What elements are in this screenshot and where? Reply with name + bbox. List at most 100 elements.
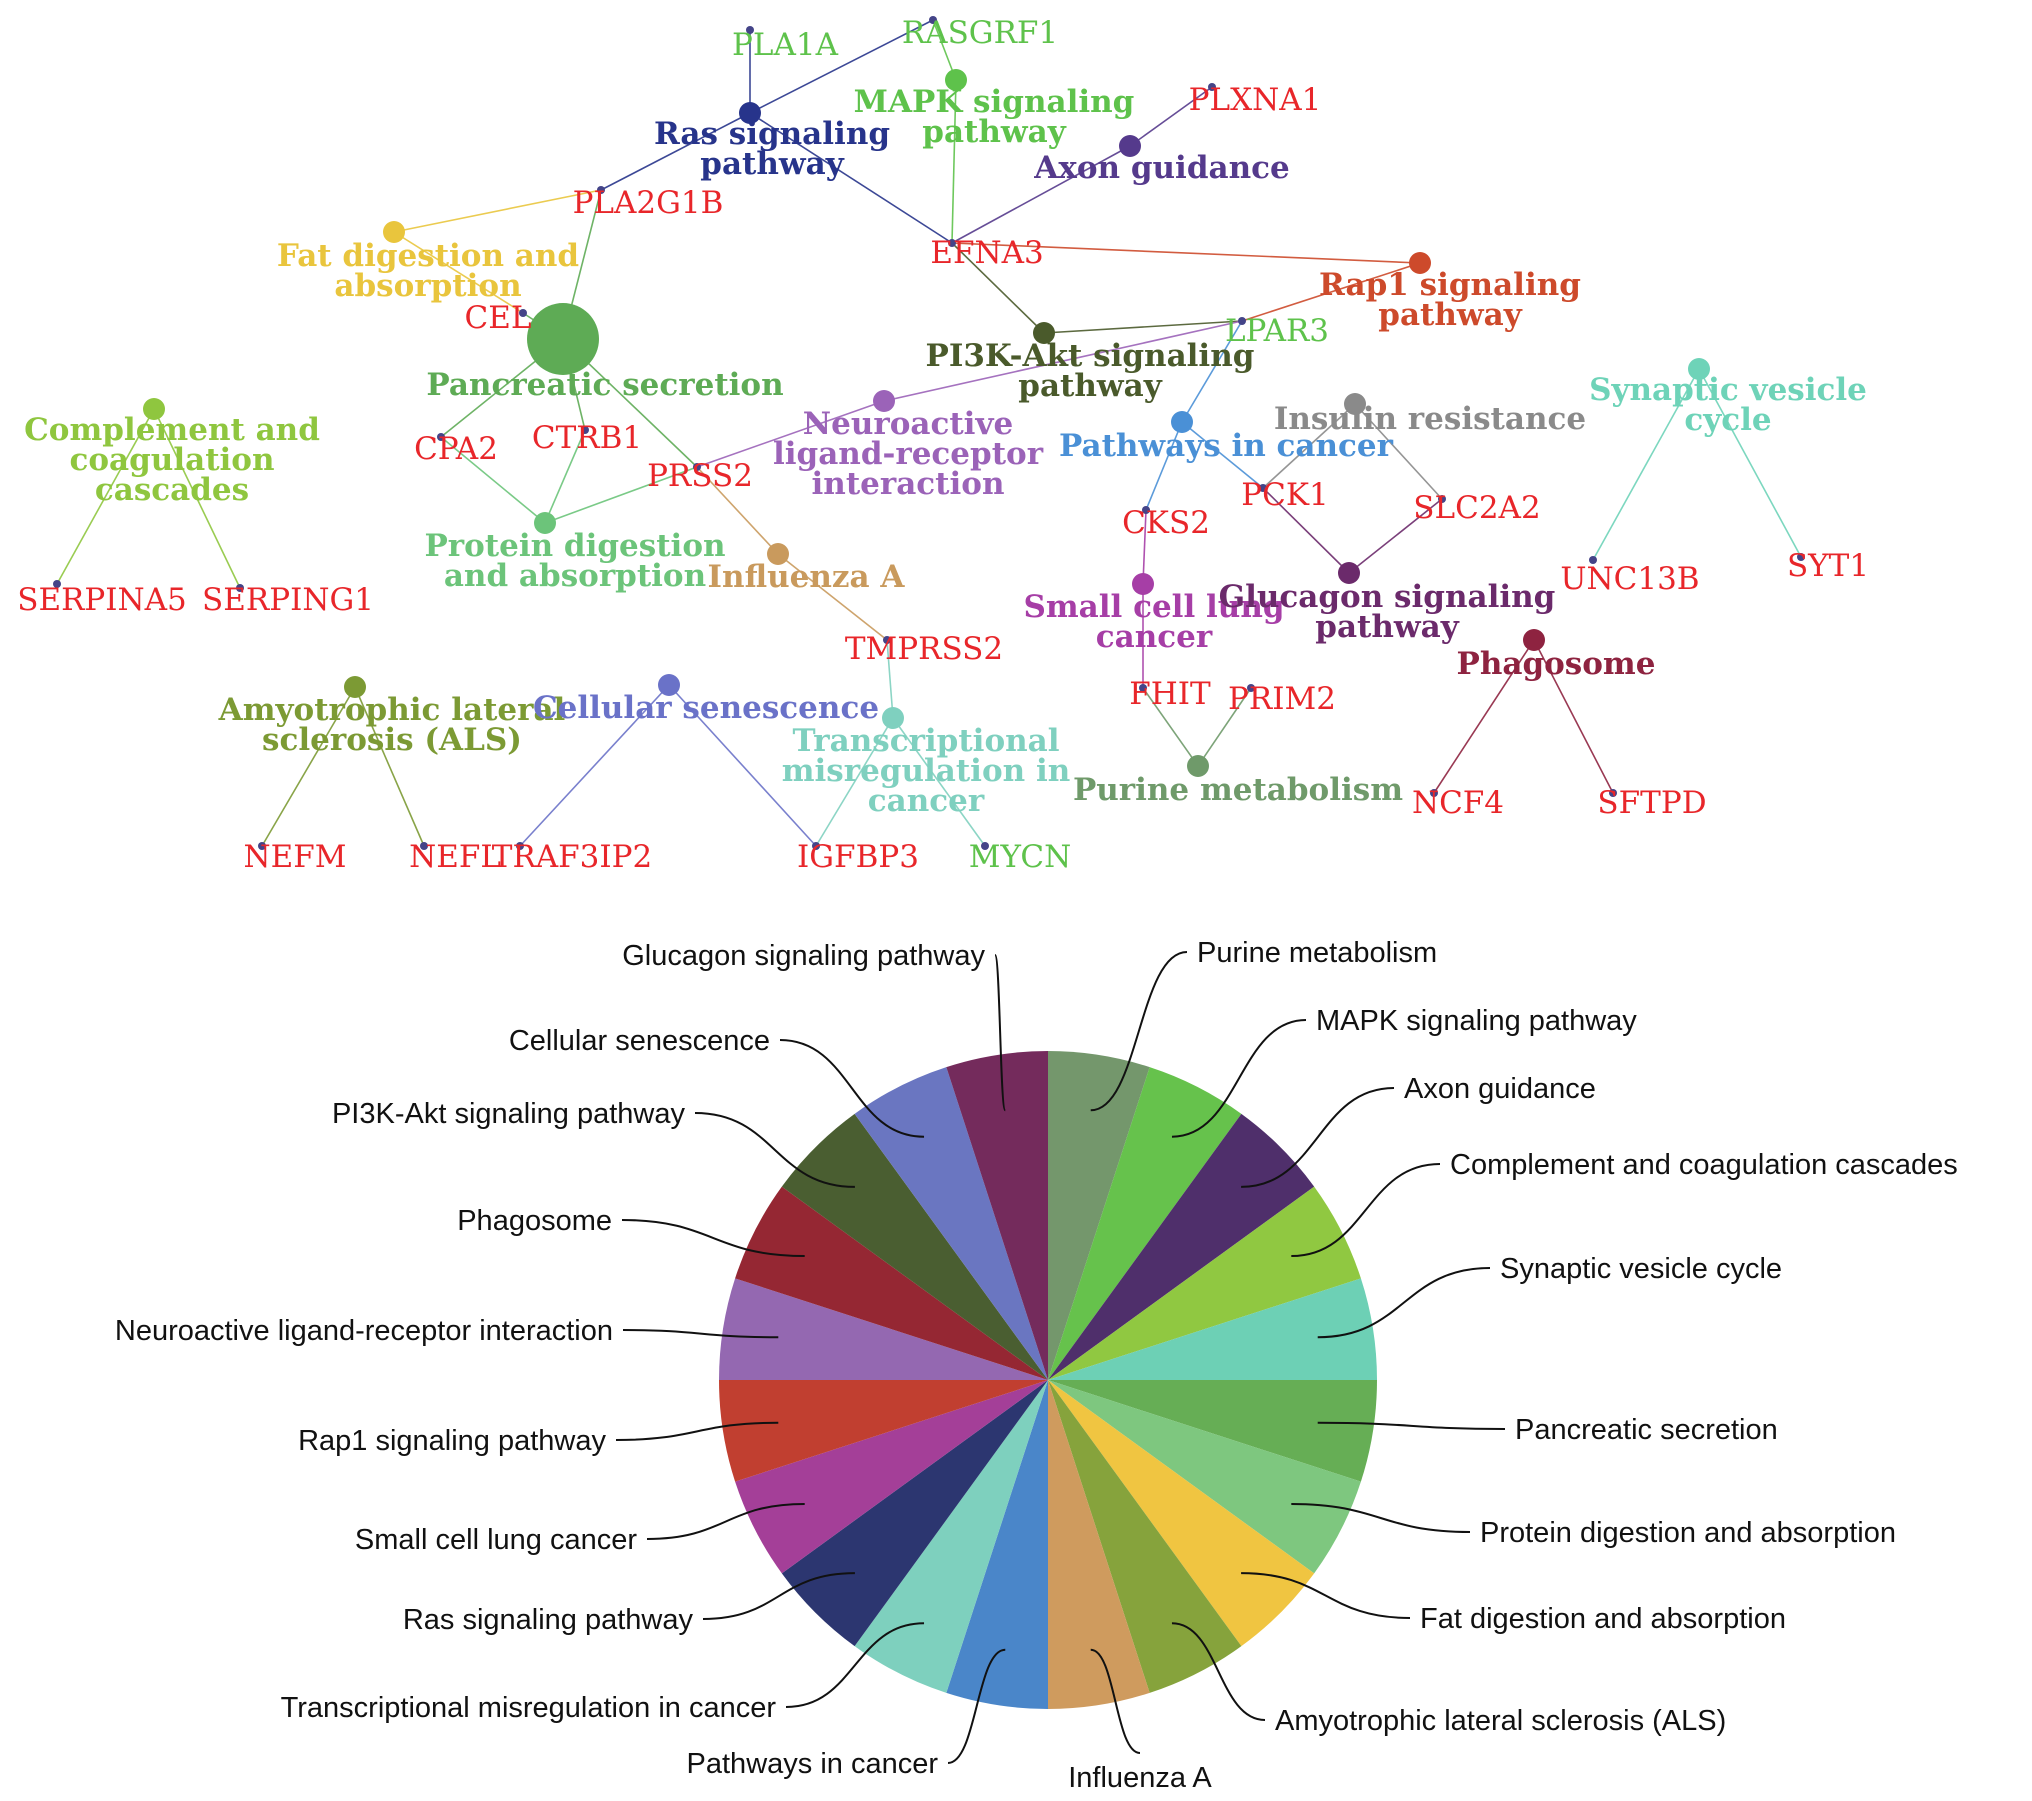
- term-label-line: ligand-receptor: [773, 436, 1044, 472]
- term-node-panc: [527, 303, 599, 375]
- term-label-pic: Pathways in cancer: [1059, 428, 1394, 464]
- network-edge-neuro-PRSS2: [696, 400, 885, 468]
- pie-label-6: Protein digestion and absorption: [1480, 1517, 1896, 1549]
- pie-leader-0: [1090, 951, 1188, 1112]
- term-label-line: absorption: [334, 268, 521, 304]
- term-node-prot: [534, 512, 556, 534]
- gene-node-RASGRF1: [929, 16, 937, 24]
- pie-label-11: Transcriptional misregulation in cancer: [281, 1692, 777, 1724]
- pie-leader-16: [621, 1219, 805, 1258]
- term-label-line: and absorption: [444, 558, 706, 594]
- network-edge-pic-CKS2: [1145, 421, 1183, 511]
- gene-label-SERPINA5: SERPINA5: [17, 582, 187, 618]
- term-label-insulin: Insulin resistance: [1274, 401, 1586, 437]
- gene-node-CPA2: [437, 433, 445, 441]
- network-edge-phago-SFTPD: [1533, 639, 1614, 794]
- pie-leader-17: [694, 1112, 855, 1188]
- pie-leader-1: [1171, 1019, 1307, 1138]
- term-node-sen: [658, 674, 680, 696]
- pie-label-12: Ras signaling pathway: [403, 1604, 694, 1636]
- pie-label-7: Fat digestion and absorption: [1420, 1603, 1786, 1635]
- pie-leader-18: [779, 1039, 925, 1138]
- term-label-line: interaction: [812, 466, 1005, 502]
- network-edge-pic-PCK1: [1181, 421, 1264, 489]
- pie-leader-13: [646, 1502, 805, 1540]
- term-node-purine: [1187, 755, 1209, 777]
- network-edge-rap1-LPAR3: [1241, 262, 1421, 322]
- network-edge-pi3k-LPAR3: [1043, 320, 1243, 334]
- gene-label-SERPING1: SERPING1: [202, 582, 374, 618]
- pie-slice-11: [854, 1380, 1048, 1693]
- pie-label-4: Synaptic vesicle cycle: [1500, 1253, 1782, 1285]
- network-edge-sclc-CKS2: [1142, 509, 1147, 585]
- network-edge-syn-UNC13B: [1592, 368, 1700, 561]
- term-label-line: cancer: [1096, 619, 1213, 655]
- term-node-insulin: [1344, 393, 1366, 415]
- gene-label-LPAR3: LPAR3: [1225, 313, 1329, 349]
- gene-node-MYCN: [981, 842, 989, 850]
- gene-node-EFNA3: [948, 239, 956, 247]
- gene-label-TRAF3IP2: TRAF3IP2: [492, 839, 652, 875]
- gene-node-FHIT: [1139, 684, 1147, 692]
- network-edge-sen-TRAF3IP2: [519, 684, 670, 847]
- term-label-line: Ras signaling: [654, 116, 890, 152]
- term-label-sen: Cellular senescence: [533, 690, 879, 726]
- gene-label-NEFL: NEFL: [409, 839, 501, 875]
- gene-label-CKS2: CKS2: [1122, 505, 1210, 541]
- gene-node-NCF4: [1430, 789, 1438, 797]
- gene-node-SLC2A2: [1438, 495, 1446, 503]
- pie-slice-5: [1048, 1380, 1377, 1482]
- gene-label-RASGRF1: RASGRF1: [902, 15, 1058, 51]
- pie-slice-4: [1048, 1278, 1377, 1380]
- pie-slice-7: [1048, 1380, 1315, 1647]
- term-label-line: pathway: [1315, 609, 1459, 645]
- term-node-phago: [1523, 629, 1545, 651]
- gene-node-PLA1A: [746, 26, 754, 34]
- term-label-line: pathway: [700, 146, 844, 182]
- gene-node-TMPRSS2: [883, 636, 891, 644]
- pie-leader-11: [785, 1622, 925, 1708]
- network-edge-flu-PRSS2: [696, 466, 779, 555]
- gene-label-PCK1: PCK1: [1241, 477, 1328, 513]
- term-label-line: Small cell lung: [1023, 589, 1284, 625]
- term-label-purine: Purine metabolism: [1073, 772, 1403, 808]
- gene-node-UNC13B: [1589, 556, 1597, 564]
- term-label-line: sclerosis (ALS): [262, 722, 522, 758]
- term-label-line: Amyotrophic lateral: [218, 692, 566, 728]
- gene-label-FHIT: FHIT: [1129, 676, 1211, 712]
- pie-label-0: Purine metabolism: [1197, 937, 1437, 969]
- pie-slice-17: [781, 1113, 1048, 1380]
- pie-leader-8: [1171, 1622, 1266, 1721]
- pie-label-3: Complement and coagulation cascades: [1450, 1149, 1958, 1181]
- term-label-line: Pancreatic secretion: [426, 367, 783, 403]
- pie-leader-7: [1241, 1572, 1411, 1619]
- gene-label-MYCN: MYCN: [969, 839, 1072, 875]
- network-edge-fat-CEL: [393, 231, 524, 314]
- pie-leader-15: [622, 1329, 779, 1339]
- pie-label-1: MAPK signaling pathway: [1316, 1005, 1637, 1037]
- gene-node-SFTPD: [1609, 789, 1617, 797]
- term-label-line: MAPK signaling: [854, 84, 1135, 120]
- pie-slice-0: [1048, 1051, 1150, 1380]
- term-label-line: PI3K-Akt signaling: [926, 338, 1255, 374]
- term-node-comp: [143, 398, 165, 420]
- pie-leader-2: [1241, 1087, 1395, 1188]
- gene-node-PRIM2: [1247, 684, 1255, 692]
- pie-label-9: Influenza A: [1068, 1762, 1212, 1794]
- pie-slice-15: [719, 1278, 1048, 1380]
- network-edge-insulin-SLC2A2: [1354, 403, 1443, 500]
- pie-leader-lines: [615, 951, 1506, 1764]
- pie-label-17: PI3K-Akt signaling pathway: [332, 1098, 686, 1130]
- network-edge-prot-CPA2: [440, 436, 546, 524]
- term-label-line: Complement and: [24, 412, 320, 448]
- gene-label-PLXNA1: PLXNA1: [1189, 82, 1322, 118]
- term-node-gluc: [1338, 562, 1360, 584]
- gene-node-TRAF3IP2: [516, 842, 524, 850]
- gene-node-CTRB1: [581, 426, 589, 434]
- network-edge-sen-IGFBP3: [668, 684, 817, 847]
